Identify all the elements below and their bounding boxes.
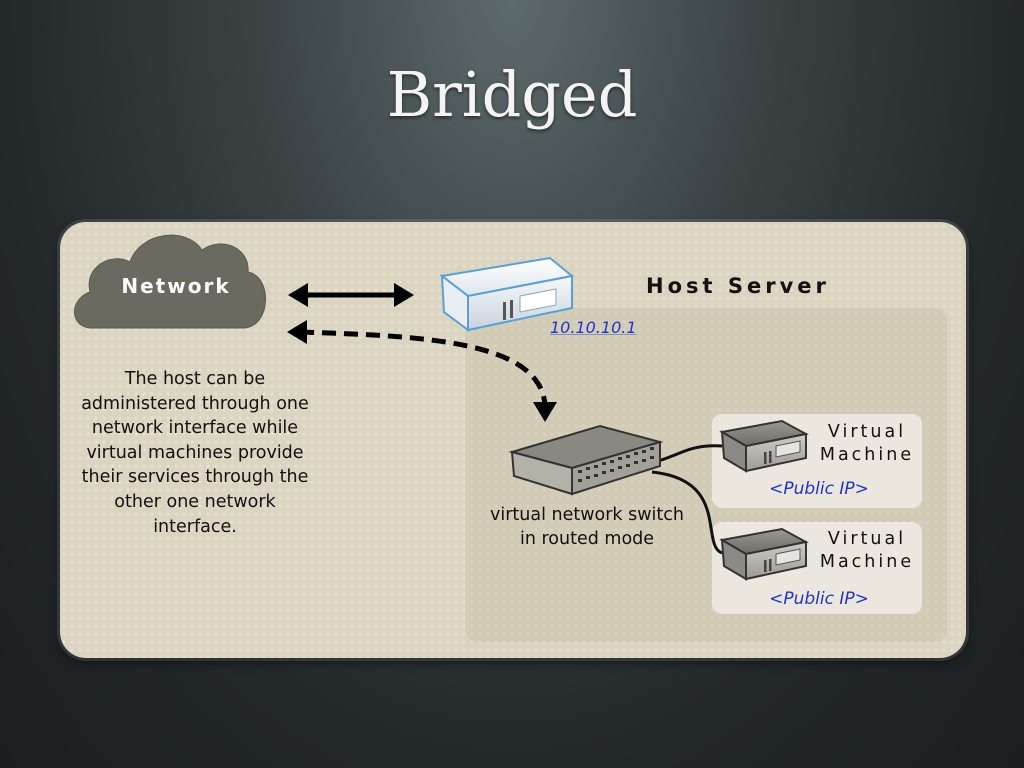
slide-title: Bridged	[386, 58, 638, 131]
dashed-curved-arrow-icon	[287, 320, 557, 422]
vm-name-1-line1: Virtual	[827, 422, 907, 442]
host-ip-address: 10.10.10.1	[550, 318, 637, 337]
network-label: Network	[121, 274, 231, 298]
network-cloud-icon	[74, 234, 266, 329]
vm-name-1-line2: Machine	[819, 445, 915, 465]
vm-name-2-line2: Machine	[819, 552, 915, 572]
vm-name-2: Virtual Machine	[812, 528, 922, 574]
vm-server-icon-2	[719, 527, 809, 581]
vm-ip-2: <Public IP>	[769, 589, 869, 609]
double-arrow-icon	[288, 283, 414, 307]
description-text: The host can be administered through one…	[81, 369, 309, 537]
host-server-label: Host Server	[646, 274, 830, 298]
vm-ip-1: <Public IP>	[769, 479, 869, 499]
switch-label-line1: virtual network switch	[489, 505, 684, 525]
network-cables	[651, 444, 723, 555]
vm-server-icon-1	[719, 419, 809, 473]
vm-name-1: Virtual Machine	[812, 421, 922, 467]
virtual-switch-icon	[508, 424, 664, 496]
switch-label-line2: in routed mode	[519, 529, 655, 549]
switch-label: virtual network switch in routed mode	[470, 503, 704, 551]
vm-name-2-line1: Virtual	[827, 529, 907, 549]
host-server-icon	[439, 256, 575, 332]
